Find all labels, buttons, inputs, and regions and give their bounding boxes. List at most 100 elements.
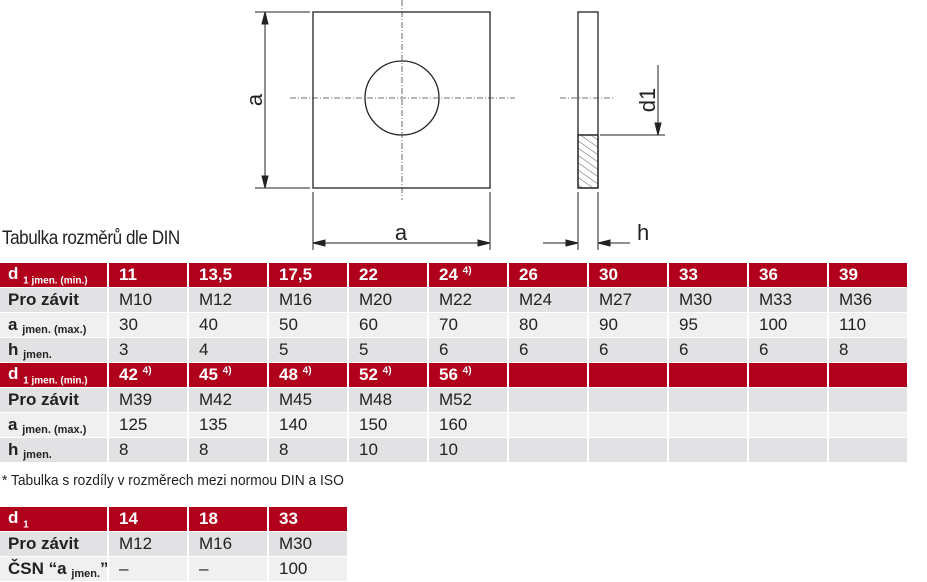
label-text: Pro závit xyxy=(8,390,79,409)
cell-d1: 30 xyxy=(588,263,669,288)
cell-thread: M39 xyxy=(108,387,189,413)
cell-h: 8 xyxy=(108,437,189,463)
cell-thread xyxy=(668,387,749,413)
cell-value: M52 xyxy=(439,390,473,409)
cell-h: 5 xyxy=(268,337,349,363)
label-text: a xyxy=(8,414,18,434)
cell-a xyxy=(588,412,669,438)
cell-thread: M33 xyxy=(748,287,829,313)
cell-a: 160 xyxy=(428,412,509,438)
washer-technical-drawing: a a d1 h xyxy=(242,0,665,250)
label-subscript: jmen. xyxy=(71,567,101,580)
cell-csn: 100 xyxy=(268,556,349,582)
row-label: d 1 jmen. (min.) xyxy=(0,263,109,288)
cell-value: M33 xyxy=(759,290,793,309)
cell-h: 6 xyxy=(588,337,669,363)
cell-d1: 17,5 xyxy=(268,263,349,288)
label-text: h xyxy=(8,439,19,459)
cell-value: M39 xyxy=(119,390,153,409)
cell-value: 125 xyxy=(119,415,148,434)
cell-value: 33 xyxy=(279,509,298,528)
cell-value: 30 xyxy=(119,315,138,334)
row-label: Pro závit xyxy=(0,387,109,413)
table-title: Tabulka rozměrů dle DIN xyxy=(2,228,180,249)
label-text: Pro závit xyxy=(8,290,79,309)
row-label: d 1 xyxy=(0,507,109,532)
cell-d1: 45 4) xyxy=(188,362,269,388)
cell-h: 10 xyxy=(428,437,509,463)
cell-d1: 33 xyxy=(668,263,749,288)
cell-thread xyxy=(828,387,909,413)
dim-h-label: h xyxy=(637,220,649,245)
cell-value: 10 xyxy=(359,440,378,459)
cell-d1: 24 4) xyxy=(428,263,509,288)
cell-value: 8 xyxy=(119,440,129,459)
cell-d1 xyxy=(588,362,669,388)
cell-thread xyxy=(748,387,829,413)
cell-value: 45 xyxy=(199,365,218,384)
footnote-marker: 4) xyxy=(462,365,472,377)
footnote-marker: 4) xyxy=(302,365,312,377)
footnote-marker: 4) xyxy=(222,365,232,377)
cell-value: 150 xyxy=(359,415,388,434)
cell-a: 80 xyxy=(508,312,589,338)
cell-value: 40 xyxy=(199,315,218,334)
row-label: Pro závit xyxy=(0,287,109,313)
cell-csn: – xyxy=(108,556,189,582)
cell-h: 6 xyxy=(428,337,509,363)
cell-thread xyxy=(588,387,669,413)
cell-value: 6 xyxy=(759,340,769,359)
cell-h xyxy=(588,437,669,463)
cell-value: 6 xyxy=(519,340,529,359)
row-label: a jmen. (max.) xyxy=(0,312,109,338)
label-text: a xyxy=(8,314,18,334)
cell-d1: 36 xyxy=(748,263,829,288)
cell-a xyxy=(828,412,909,438)
label-text: d xyxy=(8,263,19,283)
cell-value: 24 xyxy=(439,265,458,284)
cell-value: 60 xyxy=(359,315,378,334)
cell-a xyxy=(508,412,589,438)
cell-value: 52 xyxy=(359,365,378,384)
cell-d1: 39 xyxy=(828,263,909,288)
label-subscript: jmen. (max.) xyxy=(22,323,87,336)
cell-value: 48 xyxy=(279,365,298,384)
cell-value: 90 xyxy=(599,315,618,334)
cell-value: 18 xyxy=(199,509,218,528)
cell-value: 4 xyxy=(199,340,209,359)
cell-value: 95 xyxy=(679,315,698,334)
cell-value: M16 xyxy=(199,534,233,553)
cell-d1: 18 xyxy=(188,507,269,532)
cell-value: M36 xyxy=(839,290,873,309)
cell-thread: M42 xyxy=(188,387,269,413)
row-label: ČSN “a jmen.” xyxy=(0,556,109,582)
table-row-d1: d 1 jmen. (min.)42 4)45 4)48 4)52 4)56 4… xyxy=(0,362,909,388)
cell-a: 110 xyxy=(828,312,909,338)
cell-h: 4 xyxy=(188,337,269,363)
cell-value: M12 xyxy=(199,290,233,309)
cell-h: 6 xyxy=(668,337,749,363)
cell-value: 42 xyxy=(119,365,138,384)
cell-d1: 11 xyxy=(108,263,189,288)
cell-a: 90 xyxy=(588,312,669,338)
cell-a: 95 xyxy=(668,312,749,338)
label-text-end: ” xyxy=(100,558,108,578)
row-label: h jmen. xyxy=(0,337,109,363)
cell-value: M10 xyxy=(119,290,153,309)
dim-a-left-label: a xyxy=(242,93,267,106)
cell-value: 39 xyxy=(839,265,858,284)
cell-a: 150 xyxy=(348,412,429,438)
cell-csn: – xyxy=(188,556,269,582)
cell-thread xyxy=(508,387,589,413)
cell-h xyxy=(748,437,829,463)
cell-d1: 14 xyxy=(108,507,189,532)
cell-value: 100 xyxy=(279,559,308,578)
cell-thread: M16 xyxy=(188,531,269,557)
